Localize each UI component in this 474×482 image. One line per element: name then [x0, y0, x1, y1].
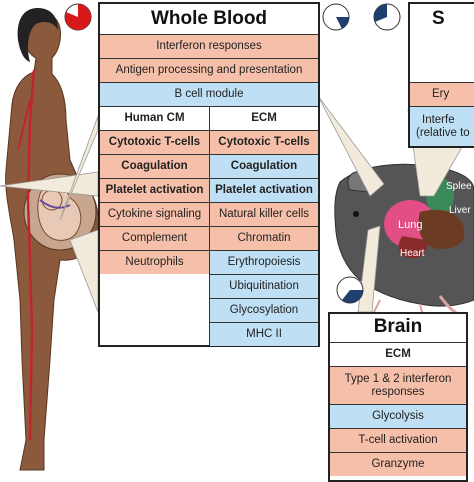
brain-title: Brain — [373, 316, 423, 337]
pie-spleen-icon — [373, 3, 401, 31]
column-header-human-cm: Human CM — [100, 106, 209, 130]
row-label: (relative to — [416, 126, 470, 139]
left_rows-cell: Coagulation — [100, 154, 209, 178]
lung-label: Lung — [398, 219, 423, 231]
spleen-row-2: Interfe (relative to — [410, 106, 474, 146]
row-label: Type 1 & 2 interferon responses — [344, 372, 452, 398]
right_rows-cell: Chromatin — [209, 226, 318, 250]
callout-womb — [69, 229, 99, 313]
left_rows-cell: Complement — [100, 226, 209, 250]
right_rows-cell: Ubiquitination — [209, 274, 318, 298]
right_rows-cell: Cytotoxic T-cells — [209, 130, 318, 154]
brain-row-glycolysis: Glycolysis — [330, 404, 466, 428]
row-interferon-responses: Interferon responses — [100, 34, 318, 58]
row-label: T-cell activation — [358, 434, 438, 446]
right_rows-cell: Glycosylation — [209, 298, 318, 322]
spleen-row-1: Ery — [410, 82, 474, 106]
left_rows-cell: Cytokine signaling — [100, 202, 209, 226]
left_rows-cell: Neutrophils — [100, 250, 209, 274]
whole-blood-title: Whole Blood — [150, 8, 268, 29]
pie-mouse-blood-icon — [322, 3, 350, 31]
row-label: Glycolysis — [372, 410, 424, 422]
heart-organ — [398, 236, 428, 259]
row-label: Interfe — [422, 113, 455, 126]
liver-organ — [418, 209, 465, 250]
column-header-ecm: ECM — [209, 106, 318, 130]
row-label: Granzyme — [371, 458, 425, 470]
partial-panel-edge — [466, 312, 474, 474]
row-label: Ery — [432, 88, 450, 100]
spleen-organ-label: Splee — [446, 181, 472, 192]
right_rows-cell: MHC II — [209, 322, 318, 346]
row-label: B cell module — [174, 88, 244, 100]
row-antigen-processing: Antigen processing and presentation — [100, 58, 318, 82]
liver-label: Liver — [449, 205, 471, 216]
callout-mouse-blood — [317, 95, 385, 197]
right_rows-cell: Erythropoiesis — [209, 250, 318, 274]
brain-row-t-cell-activation: T-cell activation — [330, 428, 466, 452]
row-label: Interferon responses — [156, 40, 262, 52]
pie-brain-icon — [336, 276, 364, 304]
brain-row-interferon: Type 1 & 2 interferon responses — [330, 366, 466, 404]
right_rows-cell: Platelet activation — [209, 178, 318, 202]
whole-blood-panel: Whole Blood Interferon responses Antigen… — [98, 2, 320, 347]
brain-row-granzyme: Granzyme — [330, 452, 466, 476]
pie-whole-blood-icon — [64, 3, 92, 31]
right_rows-cell: Natural killer cells — [209, 202, 318, 226]
right_rows-cell: Coagulation — [209, 154, 318, 178]
spleen-title: S — [432, 8, 445, 29]
spleen-panel: S Ery Interfe (relative to — [408, 2, 474, 148]
brain-header-ecm: ECM — [330, 342, 466, 366]
row-b-cell-module: B cell module — [100, 82, 318, 106]
left_rows-cell: Platelet activation — [100, 178, 209, 202]
pregnant-woman-figure — [5, 8, 99, 471]
row-label: Antigen processing and presentation — [115, 64, 303, 76]
left_rows-cell: Cytotoxic T-cells — [100, 130, 209, 154]
brain-panel: Brain ECM Type 1 & 2 interferon response… — [328, 312, 468, 482]
heart-label: Heart — [400, 248, 425, 259]
